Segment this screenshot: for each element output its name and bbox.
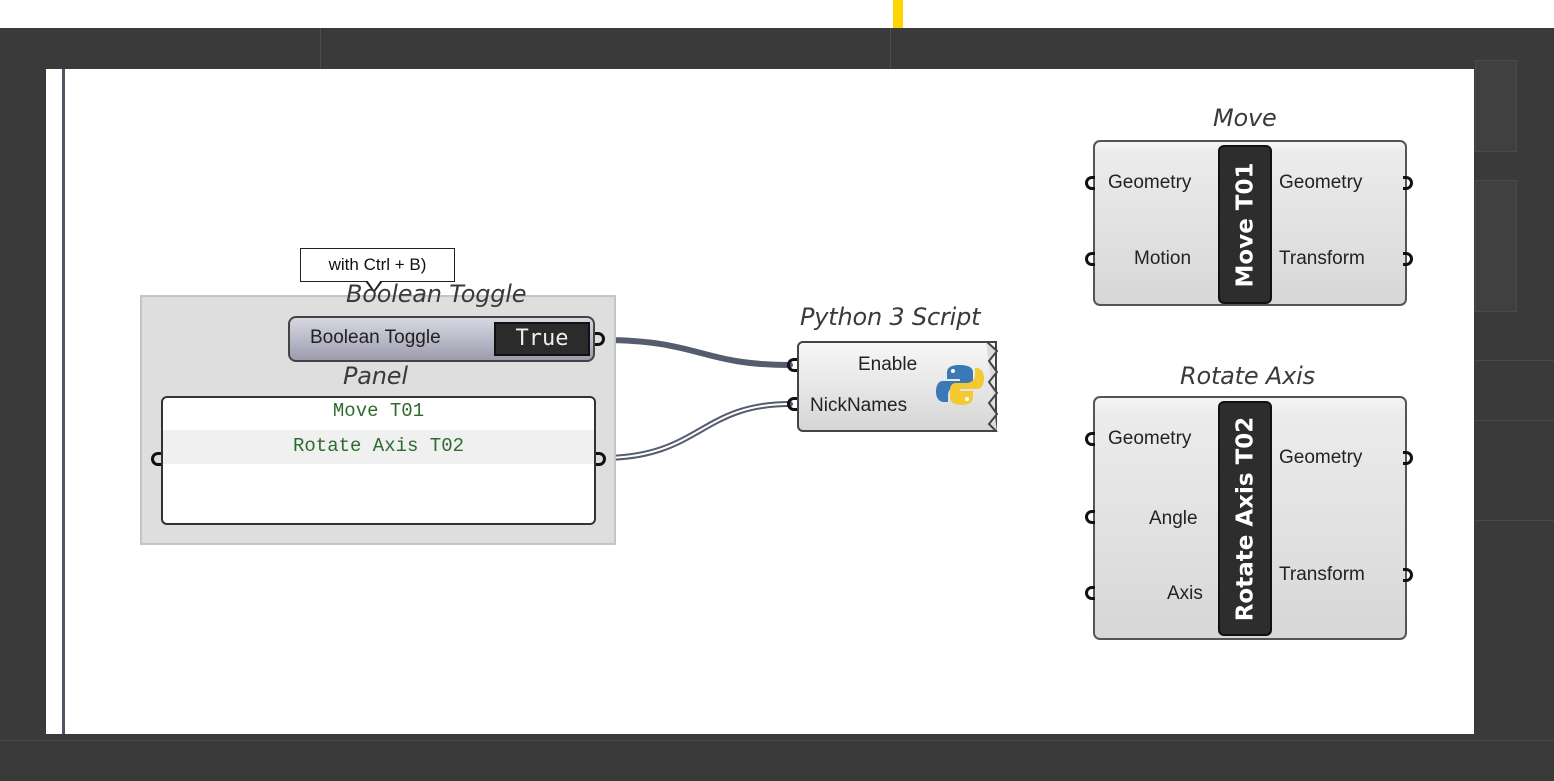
rotate-angle-input-grip[interactable]	[1085, 510, 1095, 524]
rotate-axis-nickname-bar[interactable]: Rotate Axis T02	[1218, 401, 1272, 636]
move-title: Move	[1213, 104, 1277, 132]
rotate-input-geometry: Geometry	[1108, 428, 1192, 449]
python-script-title: Python 3 Script	[800, 303, 981, 331]
rotate-input-axis: Axis	[1167, 583, 1203, 604]
move-input-motion: Motion	[1134, 248, 1192, 269]
tooltip: with Ctrl + B)	[300, 248, 455, 282]
move-output-geometry: Geometry	[1279, 172, 1363, 193]
move-nickname: Move T01	[1232, 162, 1259, 287]
rotate-transform-output-grip[interactable]	[1403, 568, 1413, 582]
rotate-axis-input-grip[interactable]	[1085, 586, 1095, 600]
panel-line-1: Move T01	[332, 400, 425, 422]
nicknames-input-grip[interactable]	[787, 397, 797, 411]
boolean-toggle-value[interactable]: True	[494, 322, 590, 356]
ghost-divider	[320, 28, 321, 68]
drag-position-marker	[893, 0, 903, 28]
rotate-axis-nickname: Rotate Axis T02	[1232, 416, 1259, 621]
move-geometry-input-grip[interactable]	[1085, 176, 1095, 190]
enable-input-grip[interactable]	[787, 358, 797, 372]
ghost-row	[1474, 420, 1554, 421]
rotate-output-geometry: Geometry	[1279, 447, 1363, 468]
python-jagged-edge	[986, 341, 999, 432]
python-logo-icon	[936, 365, 984, 405]
rotate-input-angle: Angle	[1149, 508, 1198, 529]
move-nickname-bar[interactable]: Move T01	[1218, 145, 1272, 304]
python-input-enable: Enable	[858, 354, 918, 375]
rotate-output-transform: Transform	[1279, 564, 1365, 585]
rotate-axis-title: Rotate Axis	[1180, 362, 1315, 390]
ghost-divider	[890, 28, 891, 68]
panel-line-2: Rotate Axis T02	[292, 435, 465, 457]
move-geometry-output-grip[interactable]	[1403, 176, 1413, 190]
move-output-transform: Transform	[1279, 248, 1365, 269]
move-transform-output-grip[interactable]	[1403, 252, 1413, 266]
rotate-geometry-output-grip[interactable]	[1403, 451, 1413, 465]
python-input-nicknames: NickNames	[810, 395, 908, 416]
toggle-output-grip[interactable]	[595, 332, 605, 346]
ghost-panel	[1475, 60, 1517, 152]
canvas-left-edge	[62, 69, 65, 734]
rotate-geometry-input-grip[interactable]	[1085, 432, 1095, 446]
panel-title: Panel	[343, 362, 408, 390]
panel-output-grip[interactable]	[596, 452, 606, 466]
move-input-geometry: Geometry	[1108, 172, 1192, 193]
ghost-row	[1474, 360, 1554, 361]
panel-input-grip[interactable]	[151, 452, 161, 466]
ghost-row	[0, 740, 1554, 741]
ghost-panel	[1475, 180, 1517, 312]
boolean-toggle-title: Boolean Toggle	[346, 280, 527, 308]
ghost-row	[1474, 520, 1554, 521]
tooltip-pointer-fill	[367, 280, 381, 290]
move-motion-input-grip[interactable]	[1085, 252, 1095, 266]
boolean-toggle-label: Boolean Toggle	[310, 327, 441, 348]
panel-row-highlight	[163, 430, 594, 464]
